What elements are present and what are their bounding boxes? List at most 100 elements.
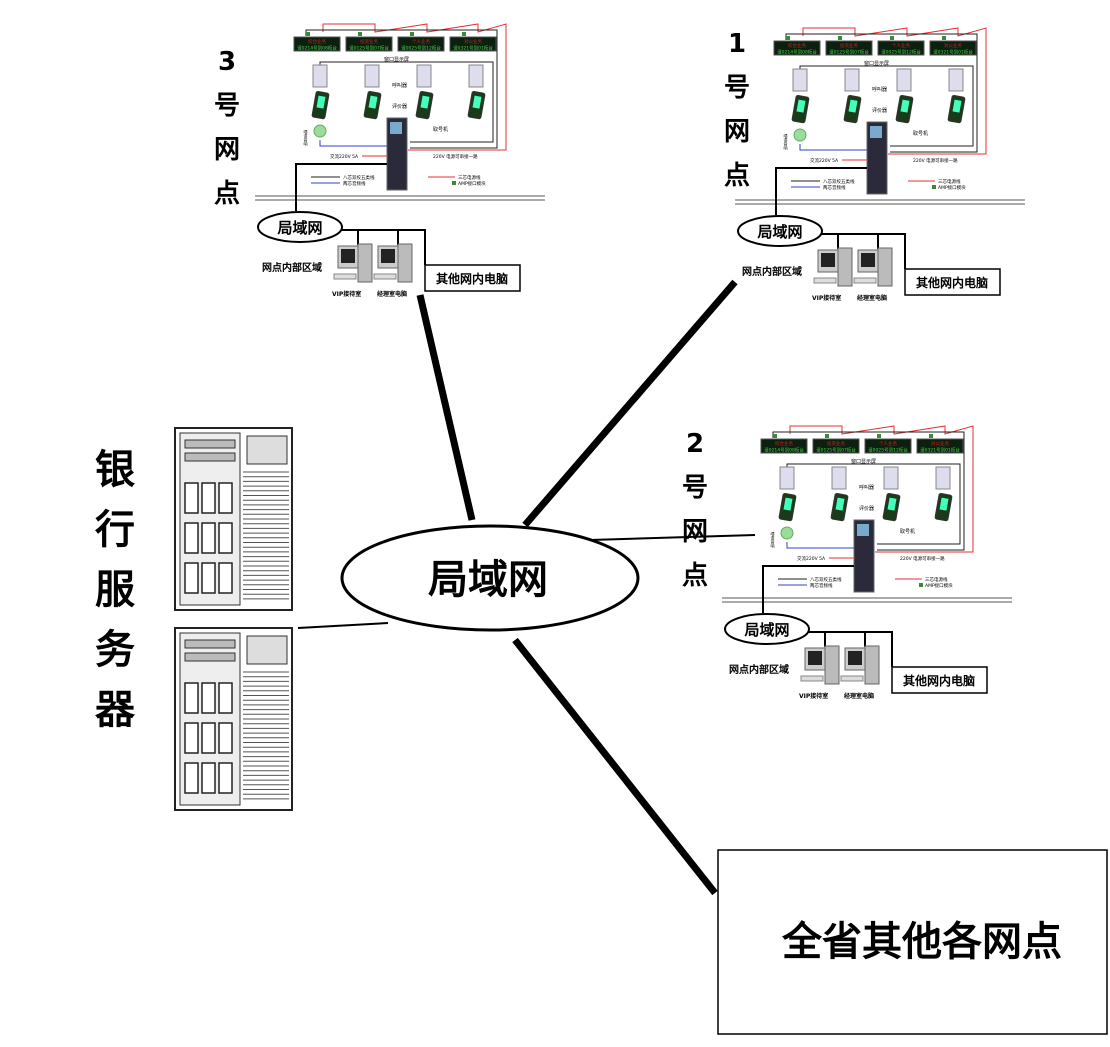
central-lan-label: 局域网 <box>428 557 548 603</box>
kiosk-link <box>295 163 387 211</box>
pc-keyboard <box>853 277 877 284</box>
branch-lan-label: 局域网 <box>756 223 802 241</box>
vip-room-label: VIP接待室 <box>332 290 361 298</box>
branch-2-panel: 综合业务请0214号到08柜台投资业务请0125号到07柜台个人业务请0025号… <box>722 425 1012 700</box>
server-bay <box>218 482 233 514</box>
lan-branch-line <box>804 631 893 667</box>
branch-1-panel: 综合业务请0214号到08柜台投资业务请0125号到07柜台个人业务请0025号… <box>735 27 1025 302</box>
branch-lan-ellipse <box>724 613 810 645</box>
audio-line <box>319 140 388 147</box>
legend-amp-icon <box>932 185 936 189</box>
window-display <box>812 438 860 454</box>
caller-device-icon <box>831 466 847 490</box>
server-bay <box>184 722 199 754</box>
speaker-label: 喂语音响 <box>784 134 789 151</box>
link-branch3 <box>416 294 476 521</box>
other-pcs-box <box>424 264 521 292</box>
legend-cat5-label: 八芯双绞五类线 <box>823 178 855 185</box>
display-text: 请0125号到07柜台 <box>829 49 869 56</box>
display-text: 请0025号到12柜台 <box>401 45 441 52</box>
evaluator-screen <box>783 497 793 511</box>
internal-area-label: 网点内部区域 <box>742 265 802 278</box>
kiosk-link <box>775 167 867 215</box>
other-pcs-label: 其他网内电脑 <box>916 275 988 290</box>
server-bay <box>218 682 233 714</box>
display-title: 对公业务 <box>464 38 482 45</box>
speaker-icon <box>793 128 807 142</box>
pc-keyboard <box>840 675 864 682</box>
power-line <box>802 27 987 155</box>
pc-tower <box>357 243 373 283</box>
vip-pc-icon <box>800 645 840 685</box>
server-bay <box>184 562 199 594</box>
kiosk-screen <box>870 126 882 138</box>
caller-device-icon <box>844 68 860 92</box>
display-title: 个人业务 <box>892 42 910 49</box>
evaluator-screen <box>368 95 378 109</box>
manager-pc-icon <box>840 645 880 685</box>
evaluator-screen <box>887 497 897 511</box>
window-display <box>449 36 497 52</box>
display-text: 请0214号到08柜台 <box>777 49 817 56</box>
legend-power-label: 三芯电源线 <box>925 576 948 583</box>
evaluator-label: 评价器 <box>392 103 407 110</box>
window-display <box>864 438 912 454</box>
display-title: 投资业务 <box>827 440 845 447</box>
caller-label: 呼叫器 <box>859 484 874 491</box>
other-pcs-box <box>904 268 1001 296</box>
vip-room-label: VIP接待室 <box>812 294 841 302</box>
caller-device-icon <box>312 64 328 88</box>
legend-power-label: 三芯电源线 <box>938 178 961 185</box>
legend-amp-label: AMP接口模块 <box>938 184 966 191</box>
audio-line <box>799 144 868 151</box>
kiosk-label: 取号机 <box>433 126 448 133</box>
lan-branch-line <box>337 229 426 265</box>
display-label: 窗口显示屏 <box>864 60 889 67</box>
caller-device-icon <box>416 64 432 88</box>
display-label: 窗口显示屏 <box>851 458 876 465</box>
caller-device-icon <box>948 68 964 92</box>
display-text: 请0125号到07柜台 <box>816 447 856 454</box>
display-text: 请0025号到12柜台 <box>868 447 908 454</box>
manager-pc-label: 经理室电脑 <box>857 294 887 302</box>
legend-amp-label: AMP接口模块 <box>925 582 953 589</box>
kiosk-label: 取号机 <box>900 528 915 535</box>
server-bay <box>201 562 216 594</box>
legend-amp-label: AMP接口模块 <box>458 180 486 187</box>
pc-tower <box>837 247 853 287</box>
window-display <box>293 36 341 52</box>
legend-audio-label: 两芯音频线 <box>343 180 366 187</box>
window-display <box>397 36 445 52</box>
amp-module-icon <box>929 434 933 438</box>
server-drive <box>184 439 236 449</box>
amp-module-icon <box>410 32 414 36</box>
display-text: 请0214号到08柜台 <box>764 447 804 454</box>
server-display <box>246 435 288 465</box>
central-lan: 局域网 <box>340 524 640 632</box>
amp-module-icon <box>942 36 946 40</box>
display-label: 窗口显示屏 <box>384 56 409 63</box>
server-group-label: 银行服务器 <box>95 447 135 733</box>
branch-lan-ellipse <box>257 211 343 243</box>
display-text: 请0321号到01柜台 <box>453 45 493 52</box>
evaluator-screen <box>472 95 482 109</box>
pc-screen <box>808 651 822 665</box>
link-other-branches <box>512 637 718 896</box>
vip-pc-icon <box>333 243 373 283</box>
internal-area-label: 网点内部区域 <box>729 663 789 676</box>
pc-tower <box>824 645 840 685</box>
kiosk-screen <box>390 122 402 134</box>
server-bay <box>201 522 216 554</box>
server-bay <box>201 682 216 714</box>
window-display <box>760 438 808 454</box>
display-title: 综合业务 <box>788 42 806 49</box>
branch-3-panel: 综合业务请0214号到08柜台投资业务请0125号到07柜台个人业务请0025号… <box>255 23 545 298</box>
pc-keyboard <box>373 273 397 280</box>
ticket-kiosk-icon <box>386 117 408 191</box>
caller-device-icon <box>468 64 484 88</box>
pc-keyboard <box>813 277 837 284</box>
caller-device-icon <box>935 466 951 490</box>
window-display <box>877 40 925 56</box>
manager-pc-label: 经理室电脑 <box>844 692 874 700</box>
caller-label: 呼叫器 <box>392 82 407 89</box>
